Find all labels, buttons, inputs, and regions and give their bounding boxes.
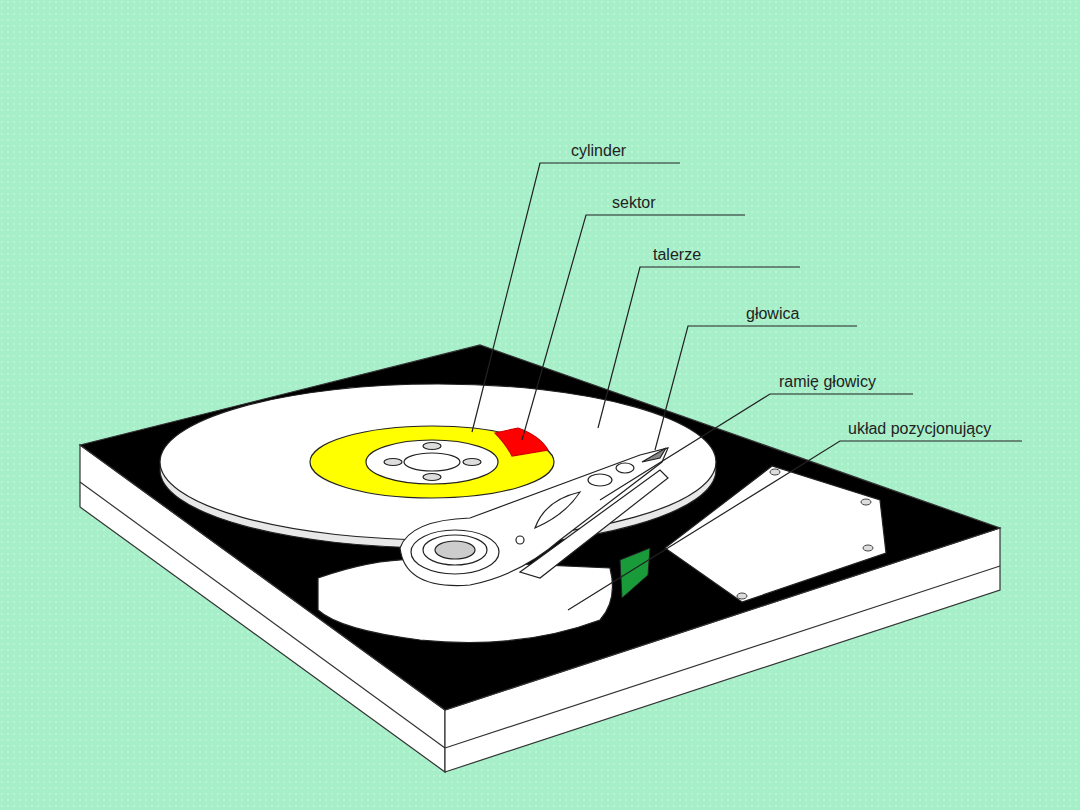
cover-plate [665,466,886,602]
part-label: talerze [653,246,701,264]
part-label: ramię głowicy [779,373,876,391]
part-label: głowica [746,305,799,323]
part-label: układ pozycjonujący [848,420,991,438]
part-label: cylinder [571,142,626,160]
positioning-coil [620,548,650,598]
part-label: sektor [612,194,656,212]
drive-casing [80,345,1000,772]
head-arm [400,448,668,586]
leader-lines [472,163,1022,610]
